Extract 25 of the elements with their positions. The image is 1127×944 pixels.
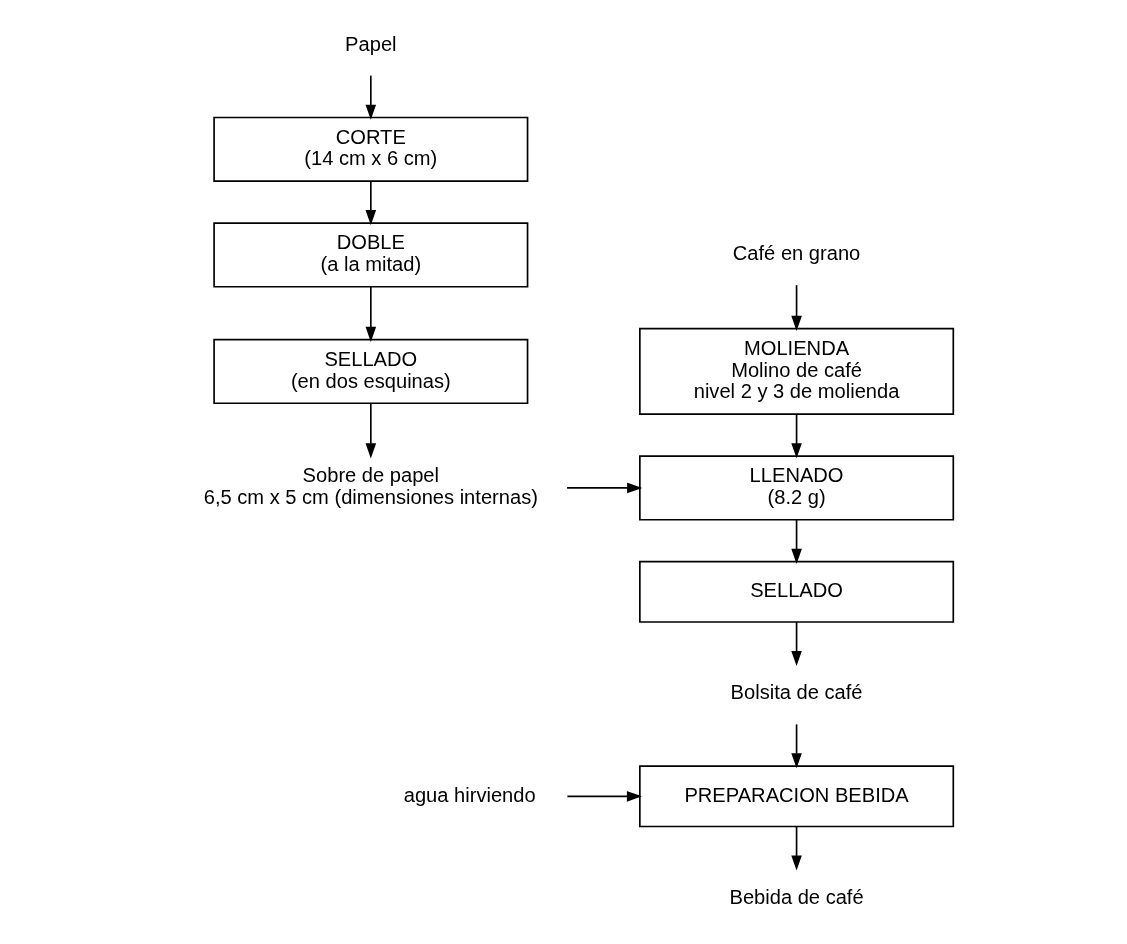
node-box: SELLADO (en dos esquinas): [212, 338, 528, 405]
node-box: SELLADO: [638, 560, 954, 623]
node-box: DOBLE (a la mitad): [212, 222, 528, 288]
node-text: Bolsita de café: [730, 681, 863, 704]
node-text: Bebida de café: [728, 885, 864, 908]
arrow: [565, 482, 642, 494]
arrow: [566, 791, 642, 802]
node-text: agua hirviendo: [403, 783, 536, 806]
node-text: Papel: [344, 32, 397, 55]
node-box: PREPARACION BEBIDA: [638, 765, 954, 828]
node-box: MOLIENDA Molino de café nivel 2 y 3 de molienda: [638, 327, 954, 415]
node-box: CORTE (14 cm x 6 cm): [212, 116, 528, 182]
arrow: [790, 825, 802, 871]
arrow: [365, 180, 376, 226]
arrow: [790, 723, 802, 769]
arrow: [365, 74, 376, 120]
arrow: [790, 413, 802, 459]
arrow: [790, 621, 802, 667]
node-box: LLENADO (8.2 g): [638, 455, 954, 521]
node-text: Café en grano: [732, 242, 860, 265]
node-text: Sobre de papel 6,5 cm x 5 cm (dimensiones internas): [203, 464, 538, 509]
arrow: [365, 402, 376, 459]
arrow: [790, 284, 802, 331]
arrow: [790, 518, 802, 564]
arrow: [365, 286, 376, 342]
